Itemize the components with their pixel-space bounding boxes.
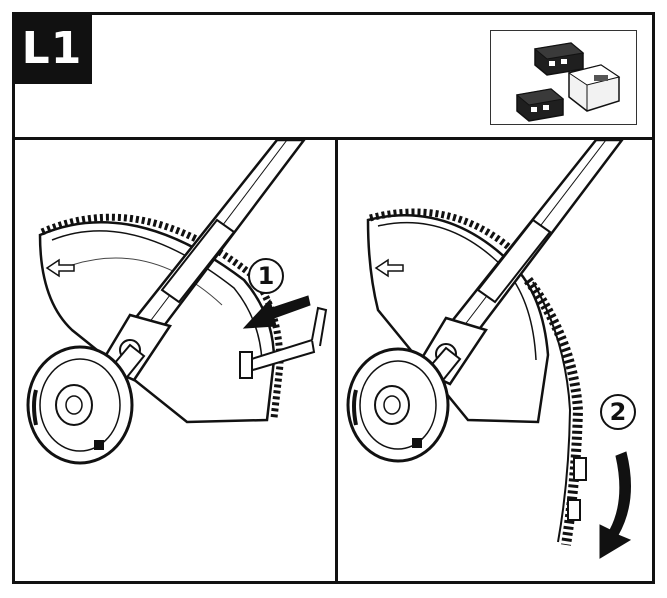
step-badge: L1 — [12, 12, 92, 84]
edging-wheel — [26, 345, 134, 465]
battery-top-icon — [533, 42, 585, 76]
battery-pack-icon — [515, 42, 621, 122]
push-arrow — [242, 295, 311, 329]
charger-icon — [567, 64, 621, 112]
trimmer-illustration-left — [26, 140, 328, 465]
detached-guard-edge — [523, 277, 587, 546]
panel-step-1: 1 — [12, 140, 338, 584]
battery-bottom-icon — [515, 88, 565, 122]
callout-step-2: 2 — [600, 394, 636, 430]
header-panel: L1 — [12, 12, 655, 140]
pull-arrow — [599, 451, 632, 559]
battery-inset — [490, 30, 637, 125]
panel-step-2: 2 — [338, 140, 655, 584]
callout-step-1: 1 — [248, 258, 284, 294]
edging-wheel — [346, 347, 450, 463]
trimmer-illustration-right — [346, 140, 632, 559]
